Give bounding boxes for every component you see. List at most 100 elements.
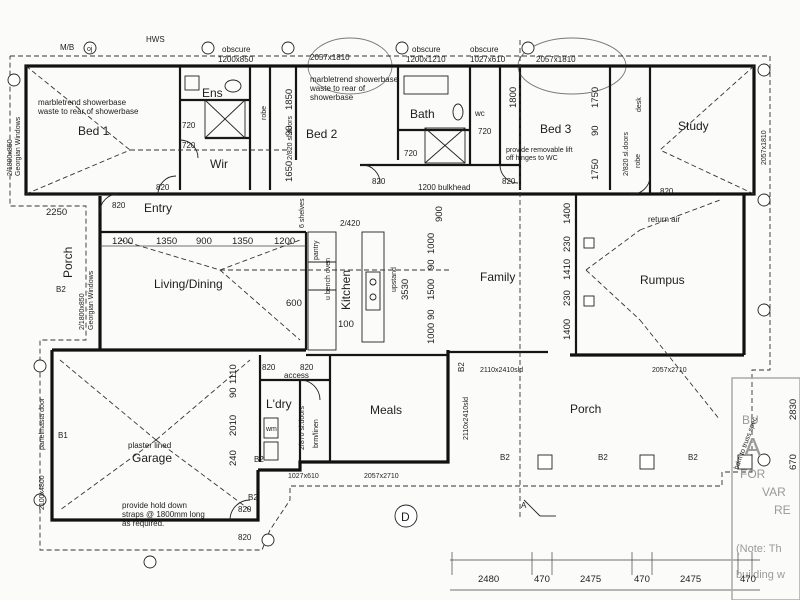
room-garage: Garage	[132, 451, 172, 465]
stamp-line-4: VAR	[762, 485, 786, 499]
door-820-g: 820	[300, 363, 314, 372]
robe-doors-bed3: 2/820 sl.doors	[623, 132, 630, 176]
dim-90-b: 90	[426, 309, 437, 320]
dim-470-b: 470	[634, 574, 650, 585]
dim-1200-a: 1200	[112, 236, 133, 247]
dim-1650: 1650	[284, 161, 295, 182]
grid-bubble-d	[394, 504, 418, 528]
slider-2: 2110x2410sld	[463, 397, 470, 440]
room-bath: Bath	[410, 107, 435, 121]
room-ens: Ens	[202, 86, 223, 100]
note-plaster-lined: plaster lined	[128, 441, 171, 450]
note-lift-off-1: provide removable lift	[506, 147, 573, 154]
garage-door-size: 2100x4800	[39, 475, 46, 510]
window-5-size: 2057x1810	[536, 55, 576, 64]
window-4-size: 1027x610	[470, 55, 506, 64]
dim-1400-b: 1400	[562, 319, 573, 340]
door-720-a: 720	[182, 121, 196, 130]
stamp-line-2: A	[744, 432, 762, 462]
marker-labels: B1 B2 B2 B2 B2 B2 B2 B2 oj A D	[56, 46, 698, 524]
window-6-size: 2/1800x850	[7, 139, 14, 176]
robe-doors-bed2: 2/820 sl.doors	[287, 116, 294, 160]
dim-1000-a: 1000	[426, 233, 437, 254]
outer-walls	[24, 64, 756, 522]
window-8-size: 2057x1810	[761, 130, 768, 165]
door-720-c: 720	[404, 149, 418, 158]
marker-b1: B1	[58, 431, 68, 440]
note-bath-showerbase-3: showerbase	[310, 93, 354, 102]
dim-1350-b: 1350	[232, 236, 253, 247]
room-entry: Entry	[144, 201, 172, 215]
dim-2250: 2250	[46, 207, 67, 218]
room-porch-rear: Porch	[570, 402, 601, 416]
room-kitchen: Kitchen	[339, 270, 353, 310]
room-bed3: Bed 3	[540, 122, 572, 136]
dim-900-k: 900	[434, 206, 445, 222]
section-mark	[523, 499, 556, 517]
slider-1: 2110x2410sld	[480, 367, 523, 374]
marker-b2-a: B2	[56, 285, 66, 294]
note-holddown-1: provide hold down	[122, 501, 187, 510]
dim-230-b: 230	[562, 290, 573, 306]
marker-b2-g: B2	[254, 455, 264, 464]
dim-90-bed2: 90	[284, 125, 295, 136]
window-marks	[307, 37, 627, 95]
dim-240: 240	[228, 450, 239, 466]
roof-lines	[25, 40, 755, 520]
note-mb: M/B	[60, 43, 74, 52]
stamp-line-3: FOR	[740, 467, 766, 481]
dim-470-c: 470	[740, 574, 756, 585]
robe-doors-laundry: 2/870 sl.doors	[299, 406, 306, 450]
window-7-size: 2/1800x850	[79, 293, 86, 330]
slider-3: 2057x2710	[652, 367, 687, 374]
window-4-type: obscure	[470, 45, 499, 54]
note-upstand: upstand	[391, 267, 398, 292]
room-labels: Ens Bed 1 Wir Bed 2 Bath wc Bed 3 Study …	[61, 86, 709, 465]
room-laundry: L'dry	[266, 397, 292, 411]
note-wm: wm	[265, 426, 277, 433]
marker-b2-b: B2	[248, 493, 258, 502]
room-rumpus: Rumpus	[640, 273, 685, 287]
dim-90-ldry: 90	[228, 387, 239, 398]
window-3-type: obscure	[412, 45, 441, 54]
window-1-type: obscure	[222, 45, 251, 54]
dim-1750-b: 1750	[590, 159, 601, 180]
dim-1750-a: 1750	[590, 87, 601, 108]
dim-470-a: 470	[534, 574, 550, 585]
room-wc: wc	[474, 109, 485, 118]
room-bed2: Bed 2	[306, 127, 338, 141]
window-labels: obscure 1200x850 2057x1810 obscure 1200x…	[7, 45, 768, 510]
room-family: Family	[480, 270, 515, 284]
door-labels: 720 720 720 820 820 820 820 720 820 820 …	[112, 116, 674, 542]
note-desk: desk	[636, 97, 643, 112]
grid-d-label: D	[401, 510, 410, 524]
window-3-size: 1200x1210	[406, 55, 446, 64]
dim-1410: 1410	[562, 259, 573, 280]
dim-230-a: 230	[562, 236, 573, 252]
oj-markers	[7, 41, 771, 569]
door-720-d: 720	[478, 127, 492, 136]
note-bulkhead: 1200 bulkhead	[418, 183, 471, 192]
marker-b2-f: B2	[457, 362, 466, 372]
door-820-i: 820	[238, 533, 252, 542]
note-ens-showerbase-1: marbletrend showerbase	[38, 98, 127, 107]
room-meals: Meals	[370, 403, 402, 417]
dim-3530: 3530	[400, 279, 411, 300]
dim-1200-b: 1200	[274, 236, 295, 247]
window-2-size: 2057x1810	[310, 53, 350, 62]
window-1-size: 1200x850	[218, 55, 254, 64]
eave-outline	[9, 55, 771, 551]
dim-2830: 2830	[788, 399, 799, 420]
approval-stamp: BU A FOR VAR RE (Note: Th building w	[731, 377, 800, 600]
window-7-type: Georgian Windows	[88, 270, 95, 330]
dim-1400-a: 1400	[562, 203, 573, 224]
dim-670: 670	[788, 454, 799, 470]
note-ens-showerbase-2: waste to rear of showerbase	[37, 107, 139, 116]
window-6-type: Georgian Windows	[15, 116, 22, 176]
marker-b2-c: B2	[500, 453, 510, 462]
slider-4: 2057x2710	[364, 473, 399, 480]
bottom-dimension-line	[100, 245, 760, 591]
dim-1110: 1110	[228, 364, 239, 384]
note-holddown-2: straps @ 1800mm long	[122, 510, 205, 519]
stamp-line-6: (Note: Th	[736, 543, 782, 555]
